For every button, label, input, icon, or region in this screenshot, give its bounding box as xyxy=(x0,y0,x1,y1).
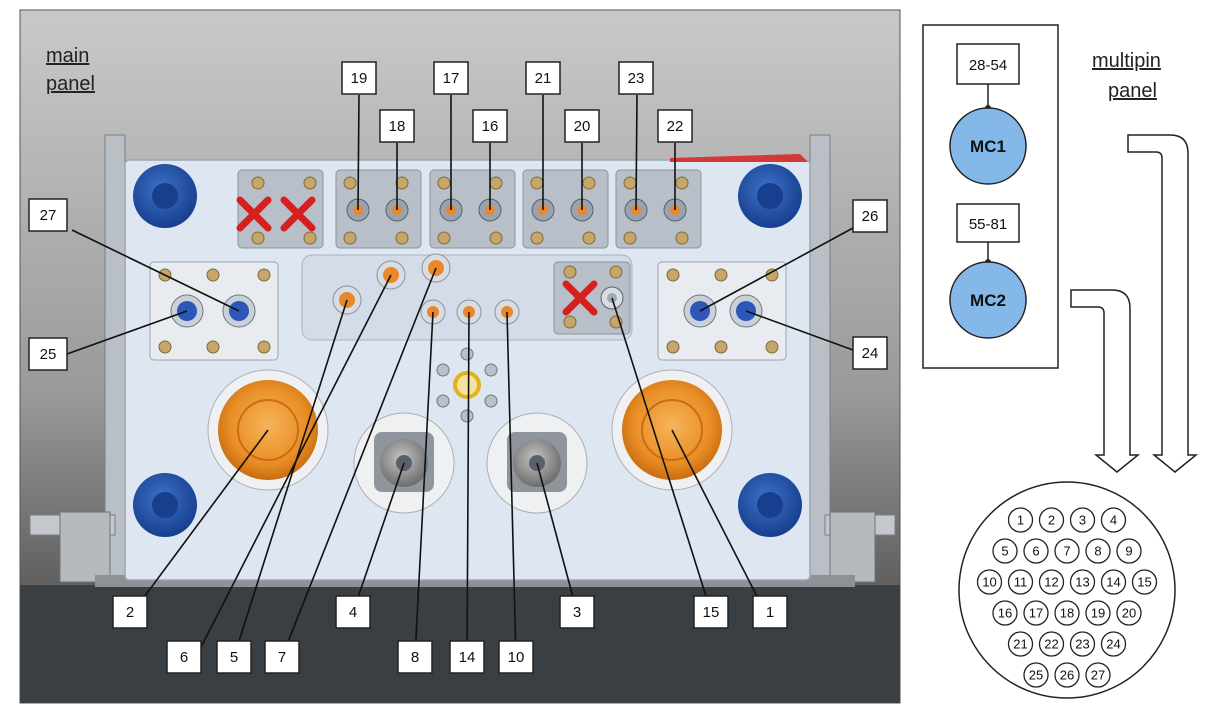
pin-label: 23 xyxy=(1075,637,1089,652)
pin-label: 20 xyxy=(1122,606,1136,621)
callout-label: 18 xyxy=(389,118,406,135)
multipin-connectors-box: 28-54 MC1 55-81 MC2 xyxy=(923,25,1058,368)
pin-label: 18 xyxy=(1060,606,1074,621)
callout-label: 3 xyxy=(573,604,581,621)
pin-label: 27 xyxy=(1091,668,1105,683)
pin-label: 14 xyxy=(1106,575,1120,590)
pin-label: 5 xyxy=(1001,544,1008,559)
mc1-range-label: 28-54 xyxy=(969,57,1007,74)
callout-label: 5 xyxy=(230,649,238,666)
pin-label: 2 xyxy=(1048,513,1055,528)
pin-label: 21 xyxy=(1013,637,1027,652)
main-panel-title-line1: main xyxy=(46,45,89,67)
callout-label: 6 xyxy=(180,649,188,666)
callout-label: 1 xyxy=(766,604,774,621)
callout-label: 8 xyxy=(411,649,419,666)
socket-block-15 xyxy=(554,262,630,334)
callout-label: 26 xyxy=(862,208,879,225)
callout-label: 15 xyxy=(703,604,720,621)
multipin-panel-title-line2: panel xyxy=(1108,80,1157,102)
pin-label: 11 xyxy=(1014,575,1028,590)
pin-label: 4 xyxy=(1110,513,1117,528)
callout-label: 23 xyxy=(628,70,645,87)
callout-label: 21 xyxy=(535,70,552,87)
callout-label: 10 xyxy=(508,649,525,666)
pin-label: 7 xyxy=(1063,544,1070,559)
pin-label: 24 xyxy=(1106,637,1120,652)
pin-label: 9 xyxy=(1125,544,1132,559)
callout-label: 20 xyxy=(574,118,591,135)
pin-label: 8 xyxy=(1094,544,1101,559)
pin-label: 19 xyxy=(1091,606,1105,621)
callout-label: 19 xyxy=(351,70,368,87)
pin-label: 25 xyxy=(1029,668,1043,683)
pin-label: 26 xyxy=(1060,668,1074,683)
mc2-range-label: 55-81 xyxy=(969,216,1007,233)
callout-label: 4 xyxy=(349,604,357,621)
callout-label: 16 xyxy=(482,118,499,135)
pin-label: 15 xyxy=(1137,575,1151,590)
callout-label: 22 xyxy=(667,118,684,135)
callout-label: 17 xyxy=(443,70,460,87)
pin-label: 13 xyxy=(1075,575,1089,590)
down-arrow-icon xyxy=(1128,135,1196,472)
callout-label: 24 xyxy=(862,345,879,362)
pin-label: 22 xyxy=(1044,637,1058,652)
callout-label: 27 xyxy=(40,207,57,224)
callout-label: 2 xyxy=(126,604,134,621)
main-panel-title-line2: panel xyxy=(46,73,95,95)
mc2-label: MC2 xyxy=(970,291,1006,310)
callout-label: 14 xyxy=(459,649,476,666)
multipin-panel-title-line1: multipin xyxy=(1092,50,1161,72)
callout-label: 7 xyxy=(278,649,286,666)
pin-label: 12 xyxy=(1044,575,1058,590)
down-arrow-icon xyxy=(1071,290,1138,472)
pin-label: 1 xyxy=(1017,513,1024,528)
pin-label: 10 xyxy=(982,575,996,590)
pin-label: 16 xyxy=(998,606,1012,621)
callout-label: 25 xyxy=(40,346,57,363)
pin-label: 3 xyxy=(1079,513,1086,528)
pin-label: 17 xyxy=(1029,606,1043,621)
pin-label: 6 xyxy=(1032,544,1039,559)
mc1-label: MC1 xyxy=(970,137,1006,156)
